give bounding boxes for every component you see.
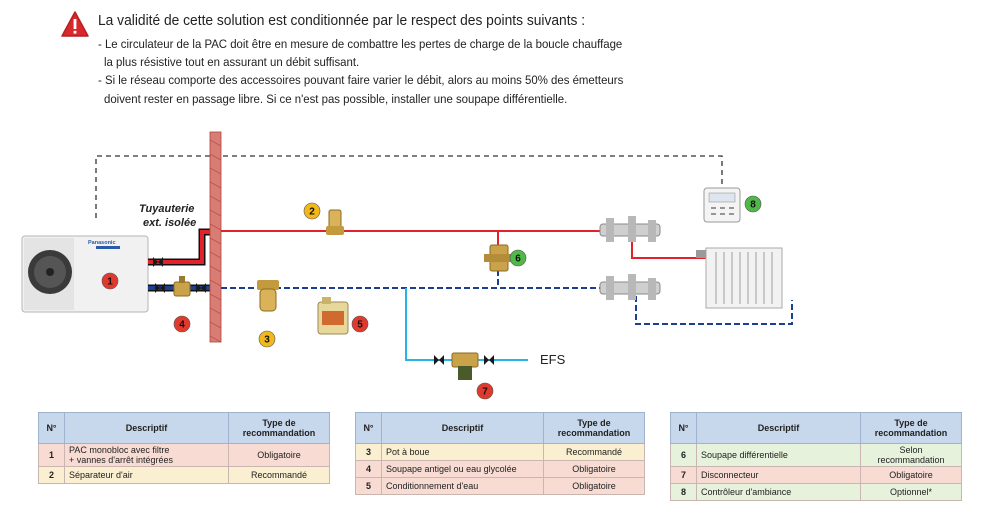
table-2: N° Descriptif Type de recommandation 3 Po…	[355, 412, 645, 495]
row-number: 4	[355, 460, 382, 478]
row-recommendation: Obligatoire	[543, 460, 645, 478]
row-number: 2	[38, 466, 65, 484]
row-description-line: Disconnecteur	[701, 470, 759, 480]
brand-logo: Panasonic	[88, 240, 116, 246]
row-description: PAC monobloc avec filtre+ vannes d'arrêt…	[64, 443, 229, 467]
row-description-line: Séparateur d'air	[69, 470, 133, 480]
col-header-desc: Descriptif	[696, 412, 861, 444]
badge-8: 8	[744, 195, 762, 213]
badge-number: 7	[482, 387, 488, 398]
row-recommendation: Obligatoire	[860, 466, 962, 484]
row-number: 3	[355, 443, 382, 461]
row-description: Séparateur d'air	[64, 466, 229, 484]
row-description: Contrôleur d'ambiance	[696, 483, 861, 501]
badge-4: 4	[173, 315, 191, 333]
antifreeze-valve	[173, 276, 191, 297]
shutoff-valves	[153, 257, 494, 365]
table-row: 5 Conditionnement d'eau Obligatoire	[355, 477, 645, 495]
row-description: Soupape différentielle	[696, 443, 861, 467]
badge-number: 2	[309, 207, 315, 218]
hydraulic-diagram: 1 2 3 4 5 6 7 8 Panasonic	[21, 131, 793, 400]
badge-7: 7	[476, 382, 494, 400]
row-description: Conditionnement d'eau	[381, 477, 544, 495]
badge-2: 2	[303, 202, 321, 220]
room-controller	[703, 187, 741, 223]
row-number: 7	[670, 466, 697, 484]
col-header-number: N°	[38, 412, 65, 444]
row-description-line: Conditionnement d'eau	[386, 481, 479, 491]
row-description-line: + vannes d'arrêt intégrées	[69, 455, 174, 465]
heat-pump-unit	[21, 235, 149, 313]
row-description-line: Soupape antigel ou eau glycolée	[386, 464, 517, 474]
warning-icon	[61, 11, 89, 37]
pipe-label-2: ext. isolée	[143, 217, 197, 229]
warning-line-4: doivent rester en passage libre. Si ce n…	[104, 92, 568, 106]
row-number: 1	[38, 443, 65, 467]
col-header-type: Type de recommandation	[860, 412, 962, 444]
row-recommendation: Recommandé	[543, 443, 645, 461]
table-row: 8 Contrôleur d'ambiance Optionnel*	[670, 483, 962, 501]
air-separator	[326, 209, 344, 235]
badge-3: 3	[258, 330, 276, 348]
badge-number: 6	[515, 254, 521, 265]
row-description-line: Contrôleur d'ambiance	[701, 487, 792, 497]
row-description: Soupape antigel ou eau glycolée	[381, 460, 544, 478]
row-description-line: Pot à boue	[386, 447, 430, 457]
table-row: 4 Soupape antigel ou eau glycolée Obligato…	[355, 460, 645, 478]
col-header-type: Type de recommandation	[543, 412, 645, 444]
col-header-number: N°	[670, 412, 697, 444]
component-badges: 1 2 3 4 5 6 7 8	[101, 195, 762, 400]
return-manifold	[599, 274, 661, 300]
table-row: 7 Disconnecteur Obligatoire	[670, 466, 962, 484]
row-description-line: Soupape différentielle	[701, 450, 788, 460]
control-cable	[95, 155, 723, 218]
row-recommendation: Recommandé	[228, 466, 330, 484]
col-header-desc: Descriptif	[64, 412, 229, 444]
badge-number: 1	[107, 277, 113, 288]
warning-line-3: - Si le réseau comporte des accessoires …	[98, 73, 624, 87]
efs-label: EFS	[540, 352, 566, 367]
badge-number: 3	[264, 335, 270, 346]
table-3: N° Descriptif Type de recommandation 6 So…	[670, 412, 962, 501]
table-row: 6 Soupape différentielle Selon recommandat…	[670, 443, 962, 467]
supply-manifold	[599, 216, 661, 242]
row-number: 5	[355, 477, 382, 495]
col-header-type: Type de recommandation	[228, 412, 330, 444]
row-description: Pot à boue	[381, 443, 544, 461]
warning-line-1: - Le circulateur de la PAC doit être en …	[98, 37, 623, 51]
dirt-pot	[257, 280, 279, 312]
backflow-preventer	[451, 352, 479, 380]
badge-number: 8	[750, 200, 756, 211]
col-header-number: N°	[355, 412, 382, 444]
row-recommendation: Obligatoire	[228, 443, 330, 467]
badge-5: 5	[351, 315, 369, 333]
wall	[209, 131, 222, 343]
row-description-line: PAC monobloc avec filtre	[69, 445, 170, 455]
col-header-desc: Descriptif	[381, 412, 544, 444]
water-treatment-canister	[317, 297, 349, 335]
row-number: 8	[670, 483, 697, 501]
differential-valve	[484, 244, 514, 272]
table-row: 3 Pot à boue Recommandé	[355, 443, 645, 461]
table-row: 2 Séparateur d'air Recommandé	[38, 466, 330, 484]
row-description: Disconnecteur	[696, 466, 861, 484]
row-recommendation: Optionnel*	[860, 483, 962, 501]
pipe-label-1: Tuyauterie	[139, 203, 195, 215]
row-recommendation: Selon recommandation	[860, 443, 962, 467]
warning-line-2: la plus résistive tout en assurant un dé…	[104, 55, 360, 69]
row-recommendation: Obligatoire	[543, 477, 645, 495]
badge-6: 6	[509, 249, 527, 267]
badge-number: 5	[357, 320, 363, 331]
badge-1: 1	[101, 272, 119, 290]
warning-title: La validité de cette solution est condit…	[98, 12, 586, 29]
radiator	[696, 247, 783, 309]
badge-number: 4	[179, 320, 185, 331]
row-number: 6	[670, 443, 697, 467]
